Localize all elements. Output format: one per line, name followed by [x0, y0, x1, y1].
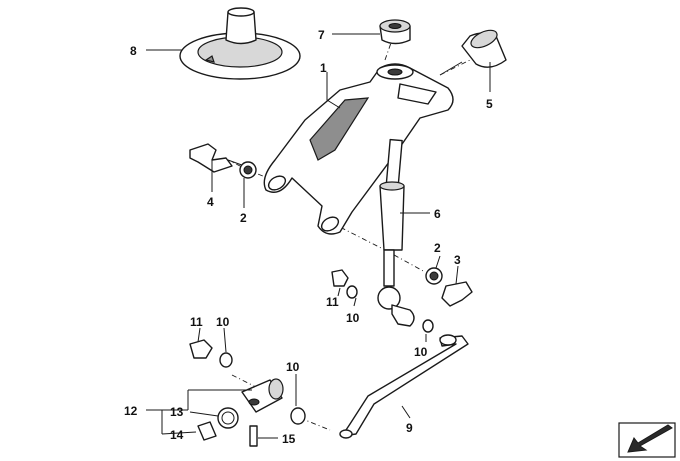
bushing-right[interactable] — [425, 267, 443, 285]
label-5: 5 — [486, 97, 493, 111]
bushing-left[interactable] — [239, 161, 257, 179]
label-7: 7 — [318, 28, 325, 42]
shift-boot[interactable] — [179, 7, 301, 80]
leader-lines — [146, 33, 491, 439]
direction-arrow-icon — [618, 422, 676, 458]
label-10-lower-left: 10 — [216, 315, 230, 329]
washer-lower-left[interactable] — [219, 352, 233, 368]
label-6: 6 — [434, 207, 441, 221]
label-14: 14 — [170, 428, 184, 442]
label-9: 9 — [406, 421, 413, 435]
bush-small[interactable] — [197, 421, 217, 441]
pivot-sleeve[interactable] — [439, 27, 507, 76]
washer-lower[interactable] — [290, 407, 306, 425]
label-10-mid: 10 — [346, 311, 360, 325]
gear-lever-rod[interactable] — [377, 138, 415, 327]
lever-clip-right[interactable] — [441, 281, 473, 307]
clip-lower[interactable] — [189, 339, 213, 359]
washer-right[interactable] — [422, 319, 434, 333]
part-labels: 8 7 1 5 4 2 6 2 3 11 10 11 10 10 10 9 12… — [124, 28, 493, 446]
label-8: 8 — [130, 44, 137, 58]
washer-mid[interactable] — [346, 285, 358, 299]
label-11-mid: 11 — [326, 295, 339, 309]
label-3: 3 — [454, 253, 461, 267]
label-13: 13 — [170, 405, 184, 419]
label-4: 4 — [207, 195, 214, 209]
clip-mid[interactable] — [331, 269, 349, 287]
label-10-right: 10 — [414, 345, 428, 359]
label-11-lower: 11 — [190, 315, 203, 329]
shift-rod[interactable] — [339, 334, 469, 439]
label-2-right: 2 — [434, 241, 441, 255]
top-bushing[interactable] — [379, 19, 411, 45]
label-10-lower: 10 — [286, 360, 300, 374]
label-1: 1 — [320, 61, 327, 75]
o-ring[interactable] — [217, 407, 239, 429]
joint-body[interactable] — [241, 378, 284, 413]
label-2-left: 2 — [240, 211, 247, 225]
shift-bracket[interactable] — [263, 63, 454, 235]
label-15: 15 — [282, 432, 296, 446]
pin[interactable] — [249, 425, 258, 447]
label-12: 12 — [124, 404, 138, 418]
